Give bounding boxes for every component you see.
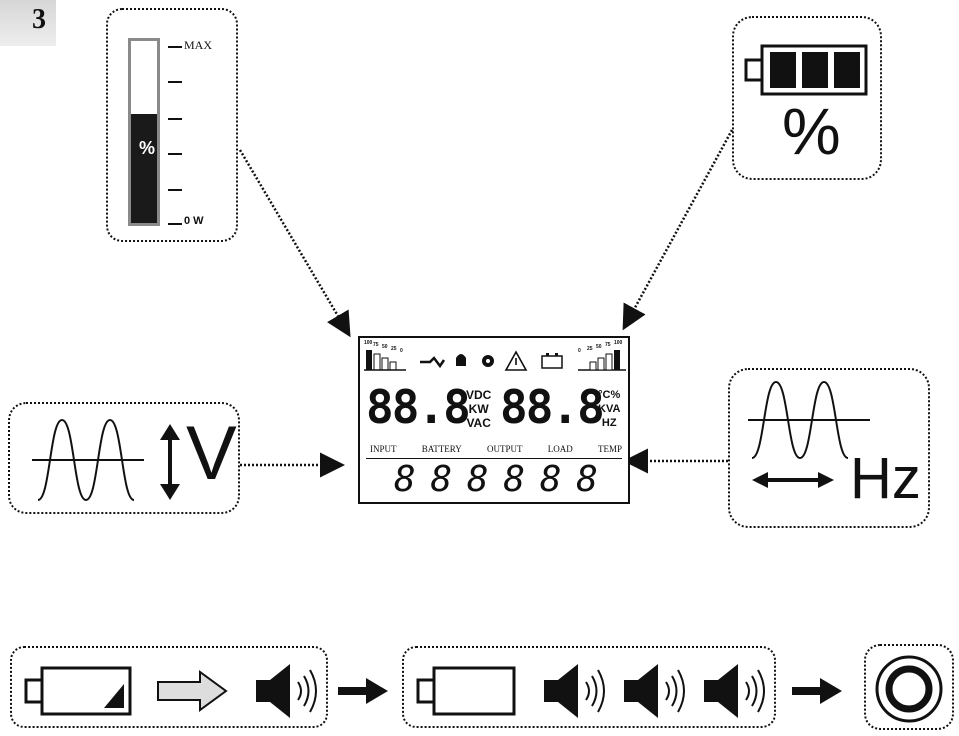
battery-panel: % [732, 16, 882, 180]
lcd-unit-kw: KW [468, 402, 489, 416]
lcd-left-digits: 88.8 [366, 380, 471, 434]
lcd-scale-label: 75 [373, 342, 379, 348]
gauge-ticks [168, 46, 182, 225]
low-battery-icon [24, 666, 132, 716]
lcd-label-temp: TEMP [597, 444, 622, 454]
empty-battery-icon [416, 666, 516, 716]
battery-leader [622, 129, 734, 331]
frequency-unit: Hz [850, 446, 921, 511]
lcd-left-units: VDC KW VAC [466, 388, 491, 430]
black-arrow-icon [338, 678, 388, 704]
plug-icon [420, 356, 446, 369]
lcd-bottom-digits: 8 8 8 8 8 8 [394, 462, 598, 498]
power-button-icon [875, 655, 943, 723]
lcd-top-row [364, 350, 626, 371]
lcd-bottom-digit: 8 [539, 459, 562, 500]
lcd-label-load: LOAD [547, 444, 573, 454]
lcd-scale-label: 0 [578, 348, 581, 354]
page-number: 3 [32, 4, 46, 35]
power-button-panel [864, 644, 954, 730]
lcd-bottom-digit: 8 [466, 459, 489, 500]
lcd-scale-label: 100 [364, 340, 373, 346]
bell-icon [456, 354, 466, 366]
battery-full-icon [744, 44, 868, 96]
lcd-unit-vdc: VDC [466, 388, 492, 402]
lcd-scale-label: 50 [382, 344, 388, 350]
lcd-unit-hz: HZ [601, 417, 617, 429]
sequence-icons [24, 655, 943, 723]
voltage-unit: V [186, 411, 237, 496]
speaker-icon [544, 664, 605, 718]
lcd-scale-label: 100 [614, 340, 623, 346]
black-arrow-icon [792, 678, 842, 704]
lcd-labels-row: INPUT BATTERY OUTPUT LOAD TEMP [370, 444, 622, 454]
hollow-arrow-icon [157, 670, 228, 712]
sine-wave-icon [32, 418, 144, 502]
speaker-icon [704, 664, 765, 718]
lcd-bottom-digit: 8 [503, 459, 526, 500]
voltage-panel: V [8, 402, 240, 514]
low-battery-sequence-panel [10, 646, 328, 728]
lcd-scale-label: 25 [391, 346, 397, 352]
gauge-max-label: MAX [184, 38, 213, 52]
lcd-scale-label: 50 [596, 344, 602, 350]
frequency-wave-icon [748, 380, 870, 488]
lcd-scale-label: 75 [605, 342, 611, 348]
up-down-arrow-icon [160, 424, 180, 500]
warning-icon [504, 350, 528, 371]
speaker-icon [256, 664, 317, 718]
gauge-min-label: 0 W [184, 215, 204, 227]
lcd-label-battery: BATTERY [421, 444, 462, 454]
lcd-label-output: OUTPUT [486, 444, 523, 454]
gauge-percent-label: % [139, 137, 156, 158]
lcd-right-units: °C% KVA HZ [598, 388, 620, 430]
lcd-unit-vac: VAC [466, 416, 491, 430]
page-number-tab: 3 [0, 0, 56, 46]
bar-gauge-panel: % MAX 0 W [106, 8, 238, 242]
lcd-unit-kva: KVA [598, 403, 621, 415]
lcd-bottom-digit: 8 [394, 459, 416, 500]
lcd-label-input: INPUT [370, 444, 397, 454]
gauge-column: % [128, 38, 160, 226]
lcd-bottom-digit: 8 [576, 459, 598, 500]
speaker-icon [624, 664, 685, 718]
lcd-right-digits: 88.8 [500, 380, 605, 434]
battery-small-icon [541, 355, 563, 369]
frequency-panel: Hz [728, 368, 930, 528]
gauge-leader [238, 149, 351, 338]
empty-battery-sequence-panel [402, 646, 776, 728]
gauge-fill: % [131, 113, 157, 223]
lcd-bottom-digit: 8 [430, 459, 453, 500]
lcd-scale-label: 25 [587, 346, 593, 352]
battery-percent-symbol: % [782, 94, 841, 168]
lcd-scale-label: 0 [400, 348, 403, 354]
lcd-unit-temp-percent: °C% [598, 389, 621, 401]
lcd-divider [366, 458, 622, 459]
